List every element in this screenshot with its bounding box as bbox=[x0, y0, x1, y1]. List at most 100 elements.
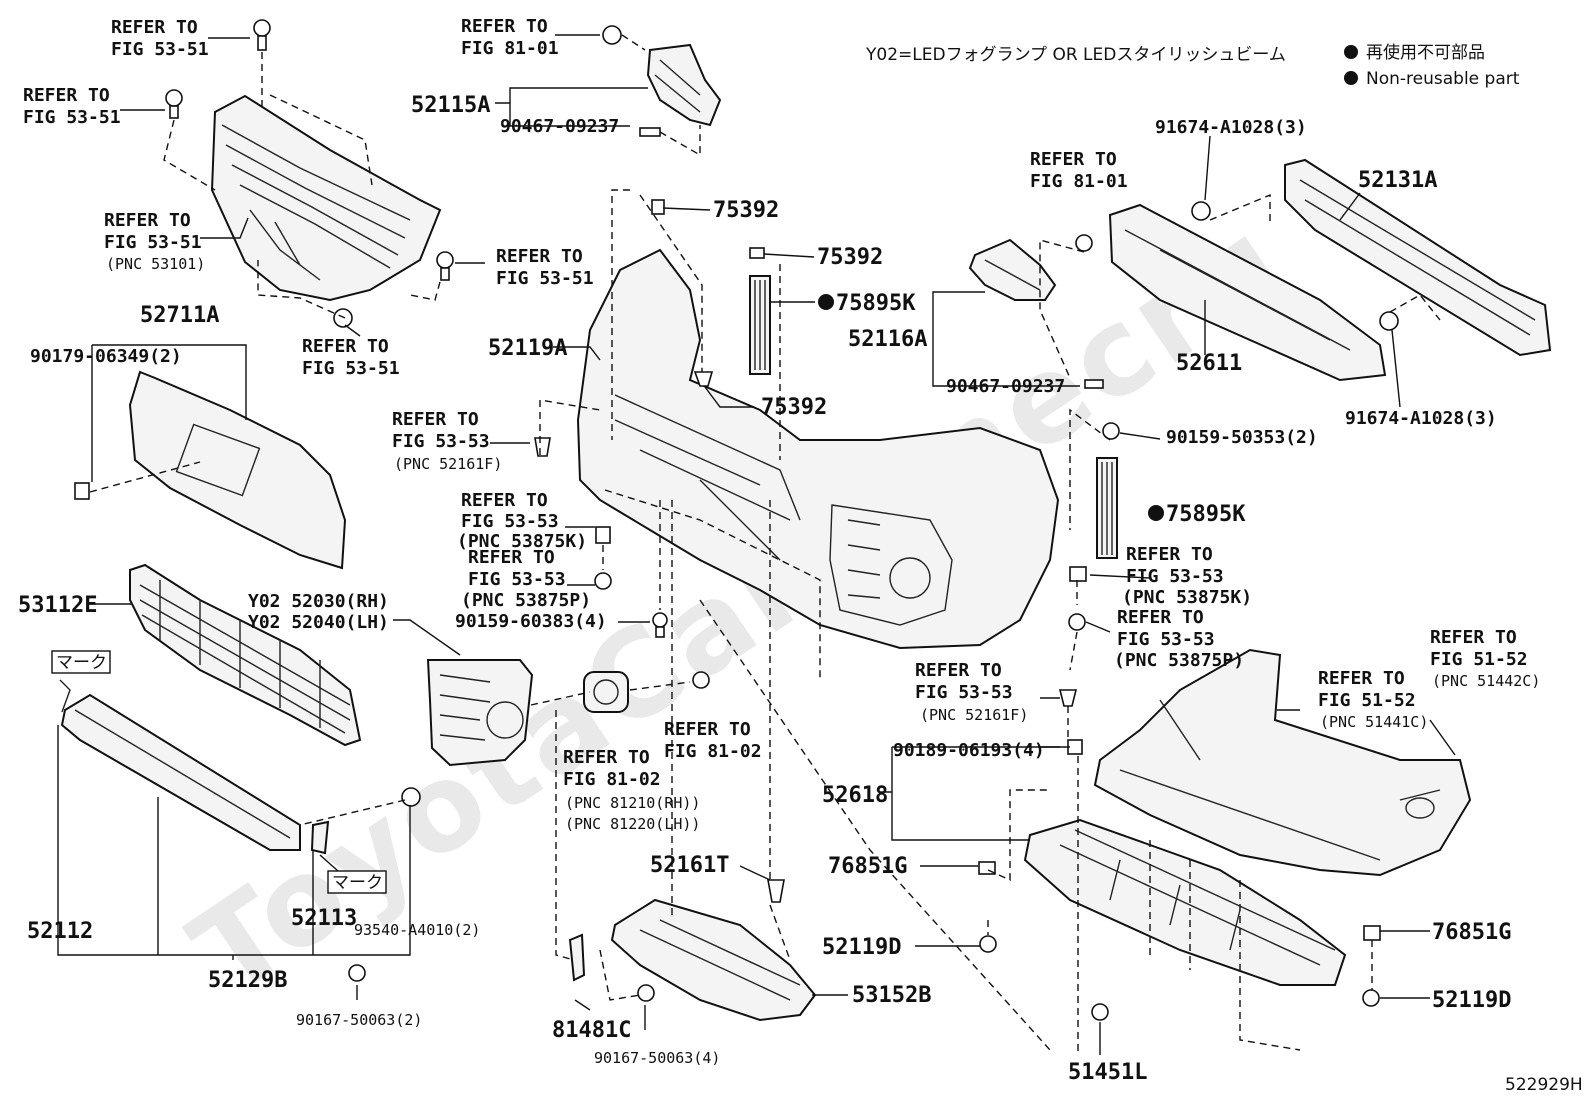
refer-label: REFER TO bbox=[563, 747, 650, 768]
refer-label: FIG 53-53 bbox=[1117, 629, 1215, 650]
part-number: 53152B bbox=[852, 983, 931, 1008]
non-reusable-jp: 再使用不可部品 bbox=[1366, 42, 1485, 63]
part-number: 53112E bbox=[18, 593, 97, 618]
mark-label: マーク bbox=[332, 873, 383, 893]
part-number: 51451L bbox=[1068, 1060, 1147, 1085]
refer-label: FIG 53-53 bbox=[392, 431, 490, 452]
side-bracket-52116a bbox=[968, 238, 1057, 301]
part-number: 90179-06349(2) bbox=[30, 346, 182, 367]
refer-label: REFER TO bbox=[104, 210, 191, 231]
mark-box bbox=[51, 650, 111, 674]
pnc-label: (PNC 53875K) bbox=[457, 531, 587, 552]
refer-label: FIG 53-51 bbox=[496, 268, 594, 289]
refer-label: FIG 53-53 bbox=[468, 569, 566, 590]
refer-label: REFER TO bbox=[468, 547, 555, 568]
garnish-52113 bbox=[310, 820, 330, 855]
part-number: 52611 bbox=[1176, 351, 1242, 376]
part-number: 75895K bbox=[1166, 502, 1246, 527]
part-number: 91674-A1028(3) bbox=[1155, 117, 1307, 138]
diagram-code: 522929H bbox=[1505, 1075, 1583, 1095]
refer-label: FIG 53-51 bbox=[111, 39, 209, 60]
fog-lamp-bezel bbox=[426, 659, 534, 767]
pnc-label: (PNC 52161F) bbox=[920, 706, 1028, 724]
part-number: 52119D bbox=[822, 935, 901, 960]
refer-label: REFER TO bbox=[1318, 668, 1405, 689]
part-number: 76851G bbox=[828, 854, 907, 879]
callouts: REFER TO FIG 53-51 REFER TO FIG 53-51 RE… bbox=[18, 16, 1583, 1095]
splash-shield bbox=[1093, 648, 1472, 877]
part-number: 52119D bbox=[1432, 988, 1511, 1013]
refer-label: REFER TO bbox=[302, 336, 389, 357]
non-reusable-dot-icon bbox=[1344, 71, 1358, 85]
refer-label: FIG 81-02 bbox=[664, 741, 762, 762]
refer-label: REFER TO bbox=[461, 16, 548, 37]
part-number: 75392 bbox=[817, 245, 883, 270]
part-number: Y02 52030(RH) bbox=[248, 591, 389, 612]
non-reusable-dot-icon bbox=[1148, 505, 1164, 521]
refer-label: FIG 53-51 bbox=[23, 107, 121, 128]
lower-grille-53112e bbox=[129, 563, 362, 747]
part-number: 76851G bbox=[1432, 920, 1511, 945]
part-number: 52115A bbox=[411, 93, 490, 118]
dashed-guides bbox=[89, 34, 1441, 1055]
pnc-label: (PNC 53875K) bbox=[1122, 587, 1252, 608]
pnc-label: (PNC 51442C) bbox=[1432, 672, 1540, 690]
refer-label: REFER TO bbox=[392, 409, 479, 430]
license-plate-panel bbox=[74, 370, 347, 570]
radiator-grille bbox=[210, 94, 442, 302]
mark-box bbox=[327, 870, 387, 894]
part-number: 75895K bbox=[836, 291, 916, 316]
refer-label: REFER TO bbox=[496, 246, 583, 267]
under-cover-52618 bbox=[1023, 818, 1347, 986]
part-number: 52113 bbox=[291, 906, 357, 931]
fasteners bbox=[165, 19, 1399, 1021]
refer-label: REFER TO bbox=[1430, 627, 1517, 648]
pnc-label: (PNC 53101) bbox=[106, 255, 205, 273]
part-number: 90167-50063(2) bbox=[296, 1011, 422, 1029]
part-number: 93540-A4010(2) bbox=[354, 921, 480, 939]
pnc-label: (PNC 81210(RH)) bbox=[565, 794, 700, 812]
refer-label: REFER TO bbox=[1117, 607, 1204, 628]
part-number: 52618 bbox=[822, 783, 888, 808]
refer-label: REFER TO bbox=[1030, 149, 1117, 170]
part-number: 91674-A1028(3) bbox=[1345, 408, 1497, 429]
refer-label: FIG 81-01 bbox=[461, 38, 559, 59]
pnc-label: (PNC 81220(LH)) bbox=[565, 815, 700, 833]
part-number: 52112 bbox=[27, 919, 93, 944]
pnc-label: (PNC 52161F) bbox=[394, 455, 502, 473]
non-reusable-dot-icon bbox=[818, 294, 834, 310]
refer-label: REFER TO bbox=[461, 490, 548, 511]
pnc-label: (PNC 53875P) bbox=[461, 590, 591, 611]
refer-label: FIG 51-52 bbox=[1318, 690, 1416, 711]
refer-label: FIG 53-51 bbox=[104, 232, 202, 253]
part-number: 52131A bbox=[1358, 168, 1437, 193]
part-number: 75392 bbox=[713, 198, 779, 223]
part-number: 52711A bbox=[140, 303, 219, 328]
refer-label: FIG 81-01 bbox=[1030, 171, 1128, 192]
refer-label: REFER TO bbox=[1126, 544, 1213, 565]
part-number: 90467-09237 bbox=[946, 376, 1065, 397]
refer-label: REFER TO bbox=[664, 719, 751, 740]
refer-label: FIG 53-51 bbox=[302, 358, 400, 379]
leader-lines bbox=[57, 34, 1456, 1055]
refer-label: REFER TO bbox=[111, 17, 198, 38]
lower-absorber-53152b bbox=[610, 898, 817, 1022]
upper-bracket-52115a bbox=[646, 43, 722, 127]
part-number: 52129B bbox=[208, 968, 287, 993]
non-reusable-dot-icon bbox=[1344, 45, 1358, 59]
refer-label: FIG 53-53 bbox=[461, 511, 559, 532]
refer-label: REFER TO bbox=[23, 85, 110, 106]
fog-lamp bbox=[583, 671, 629, 713]
pnc-label: (PNC 53875P) bbox=[1114, 650, 1244, 671]
bracket-81481c bbox=[568, 933, 586, 982]
energy-absorber-52611 bbox=[1108, 203, 1387, 382]
pnc-label: (PNC 51441C) bbox=[1320, 713, 1428, 731]
part-number: 90189-06193(4) bbox=[893, 740, 1045, 761]
part-number: 75392 bbox=[761, 395, 827, 420]
non-reusable-en: Non-reusable part bbox=[1366, 69, 1520, 89]
refer-label: REFER TO bbox=[915, 660, 1002, 681]
refer-label: FIG 53-53 bbox=[1126, 566, 1224, 587]
mark-label: マーク bbox=[56, 653, 107, 673]
part-number: 52161T bbox=[650, 853, 729, 878]
